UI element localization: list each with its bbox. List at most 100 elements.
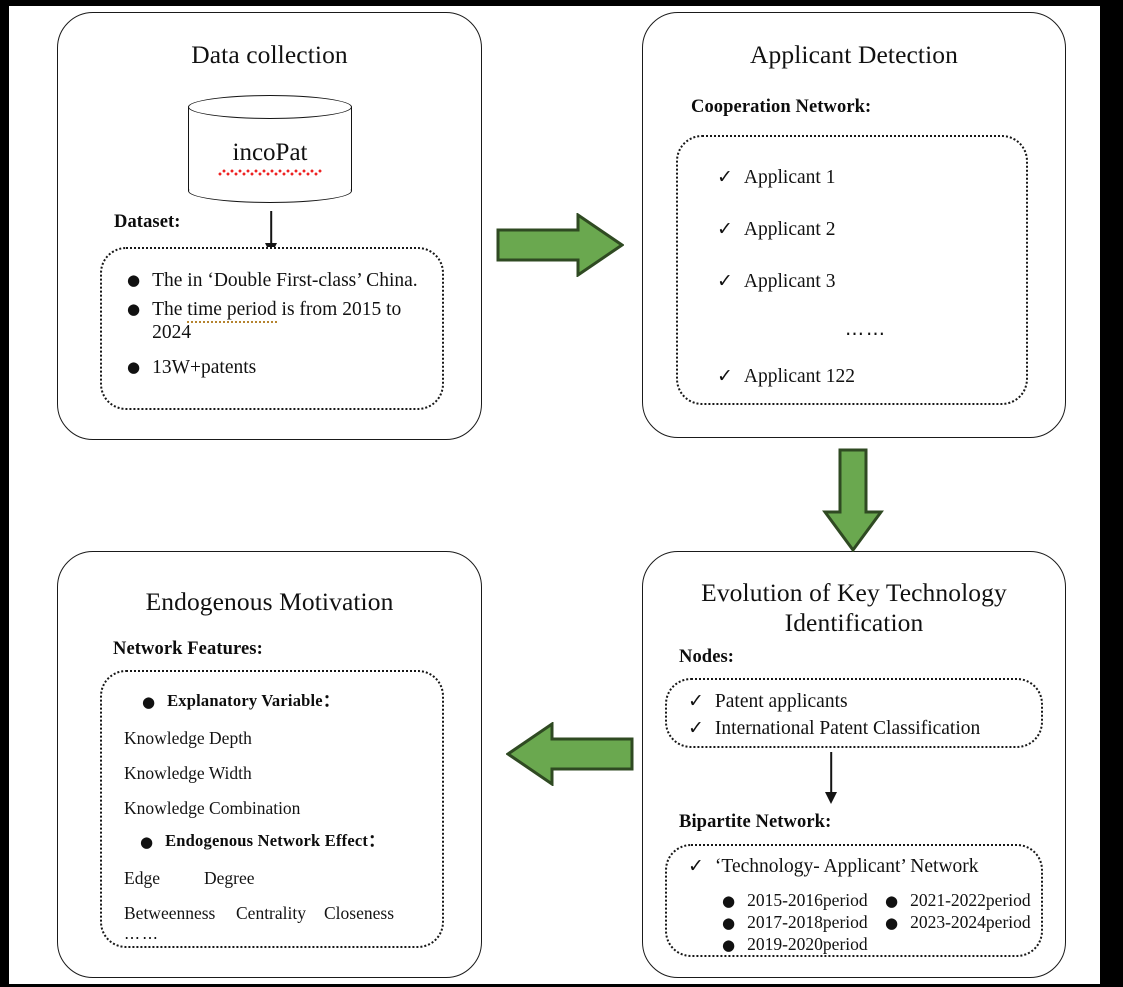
diagram-canvas: Data collection incoPat Dataset: ● The i… (9, 6, 1100, 984)
check-icon: ✓ (717, 365, 733, 387)
stage-endogenous-motivation: Endogenous Motivation Network Features: … (57, 551, 482, 978)
nodes-box: ✓ Patent applicants ✓ International Pate… (665, 678, 1043, 748)
arrow-shaft (830, 752, 832, 793)
metric-betweenness: Betweenness (124, 903, 216, 923)
period-item-2017-label: 2017-2018period (747, 912, 868, 932)
period-item-2019: ● 2019-2020period (722, 934, 868, 955)
knowledge-depth-item: Knowledge Depth (124, 728, 252, 748)
stage4-title: Endogenous Motivation (145, 587, 394, 616)
arrow-right-icon (496, 213, 624, 277)
check-icon: ✓ (688, 717, 704, 739)
database-label: incoPat (232, 139, 308, 166)
period-item-2021: ● 2021-2022period (885, 890, 1031, 911)
endogenous-network-effect-label: Endogenous Network Effect： (165, 831, 385, 850)
check-icon: ✓ (688, 855, 704, 877)
stage1-title: Data collection (191, 40, 348, 69)
arrow-left-icon (506, 722, 634, 786)
dataset-bullet-2: ● The time period is from 2015 to 2024 (127, 298, 437, 344)
bipartite-network-box: ✓ ‘Technology- Applicant’ Network ● 2015… (665, 844, 1043, 957)
applicant-item-1: ✓ Applicant 1 (717, 166, 835, 189)
period-item-2019-label: 2019-2020period (747, 934, 868, 954)
explanatory-variable-group: ● Explanatory Variable： (142, 691, 340, 711)
explanatory-variable-label: Explanatory Variable： (167, 691, 340, 710)
dataset-bullet-2-text: The time period is from 2015 to 2024 (152, 298, 401, 344)
period-item-2023: ● 2023-2024period (885, 912, 1031, 933)
node-item-2: ✓ International Patent Classification (688, 717, 980, 740)
bullet-dot-icon: ● (127, 300, 141, 318)
dataset-box: ● The in ‘Double First-class’ China. ● T… (100, 247, 444, 410)
stage-data-collection: Data collection incoPat Dataset: ● The i… (57, 12, 482, 440)
applicant-item-1-label: Applicant 1 (743, 167, 836, 188)
check-icon: ✓ (717, 218, 733, 240)
applicant-item-3: ✓ Applicant 3 (717, 270, 835, 293)
period-item-2015: ● 2015-2016period (722, 890, 868, 911)
period-item-2021-label: 2021-2022period (910, 890, 1031, 910)
period-item-2023-label: 2023-2024period (910, 912, 1031, 932)
dataset-bullet-3: ● 13W+patents (127, 356, 256, 379)
arrow-shaft (270, 211, 272, 244)
arrow-nodes-to-bipartite (823, 752, 839, 804)
check-icon: ✓ (717, 270, 733, 292)
period-item-2015-label: 2015-2016period (747, 890, 868, 910)
applicant-list-ellipsis: …… (845, 318, 887, 340)
stage-evolution-key-technology: Evolution of Key Technology Identificati… (642, 551, 1066, 978)
knowledge-width-item: Knowledge Width (124, 763, 252, 783)
bullet-dot-icon: ● (142, 693, 156, 711)
applicant-item-last-label: Applicant 122 (743, 366, 855, 387)
cylinder-top (188, 95, 352, 119)
dataset-bullet-1: ● The in ‘Double First-class’ China. (127, 269, 418, 292)
node-item-1: ✓ Patent applicants (688, 690, 848, 713)
bullet-dot-icon: ● (722, 936, 736, 954)
spellcheck-squiggle-icon (218, 169, 322, 176)
applicant-item-3-label: Applicant 3 (743, 271, 836, 292)
grammar-underlined-phrase: time period (187, 299, 277, 323)
bullet-dot-icon: ● (140, 833, 154, 851)
arrow-down-icon (822, 448, 884, 552)
network-features-box: ● Explanatory Variable： Knowledge Depth … (100, 670, 444, 948)
endogenous-network-effect-group: ● Endogenous Network Effect： (140, 831, 385, 851)
bullet2-wrap: 2024 (152, 322, 192, 343)
node-item-2-label: International Patent Classification (714, 718, 981, 739)
bullet2-after: is from 2015 to (276, 299, 402, 320)
bullet-dot-icon: ● (885, 892, 899, 910)
metric-degree: Degree (204, 868, 255, 888)
check-icon: ✓ (717, 166, 733, 188)
dataset-heading: Dataset: (114, 212, 181, 232)
database-cylinder: incoPat (188, 95, 352, 215)
cylinder-body (188, 107, 352, 191)
bullet-dot-icon: ● (722, 892, 736, 910)
cooperation-network-box: ✓ Applicant 1 ✓ Applicant 2 ✓ Applicant … (676, 135, 1028, 405)
stage-applicant-detection: Applicant Detection Cooperation Network:… (642, 12, 1066, 438)
bullet-dot-icon: ● (127, 358, 141, 376)
bipartite-network-heading: Bipartite Network: (679, 812, 832, 832)
network-features-ellipsis: …… (124, 924, 160, 943)
arrow-left-evolution-to-endogenous (506, 722, 634, 786)
arrow-head-icon (825, 792, 837, 804)
bipartite-item-label: ‘Technology- Applicant’ Network (714, 856, 979, 877)
bullet-dot-icon: ● (722, 914, 736, 932)
stage2-title: Applicant Detection (750, 40, 958, 69)
nodes-heading: Nodes: (679, 647, 735, 667)
metric-edge: Edge (124, 868, 160, 888)
bullet-dot-icon: ● (127, 271, 141, 289)
stage3-title-line2: Identification (784, 607, 924, 637)
cooperation-network-heading: Cooperation Network: (691, 97, 872, 117)
metric-centrality: Centrality (236, 903, 306, 923)
period-item-2017: ● 2017-2018period (722, 912, 868, 933)
network-features-heading: Network Features: (113, 639, 263, 659)
bullet2-before: The (152, 299, 188, 320)
check-icon: ✓ (688, 690, 704, 712)
applicant-item-2: ✓ Applicant 2 (717, 218, 835, 241)
applicant-item-2-label: Applicant 2 (743, 219, 836, 240)
stage3-title: Evolution of Key Technology Identificati… (643, 578, 1065, 637)
stage3-title-line1: Evolution of Key Technology (701, 578, 1007, 607)
bullet-dot-icon: ● (885, 914, 899, 932)
arrow-down-applicant-to-evolution (821, 448, 885, 552)
applicant-item-last: ✓ Applicant 122 (717, 365, 855, 388)
metric-closeness: Closeness (324, 903, 394, 923)
dataset-bullet-1-text: The in ‘Double First-class’ China. (152, 270, 418, 291)
knowledge-combination-item: Knowledge Combination (124, 798, 301, 818)
arrow-right-data-to-applicant (496, 213, 624, 277)
bipartite-item: ✓ ‘Technology- Applicant’ Network (688, 855, 979, 878)
dataset-bullet-3-text: 13W+patents (152, 357, 257, 378)
